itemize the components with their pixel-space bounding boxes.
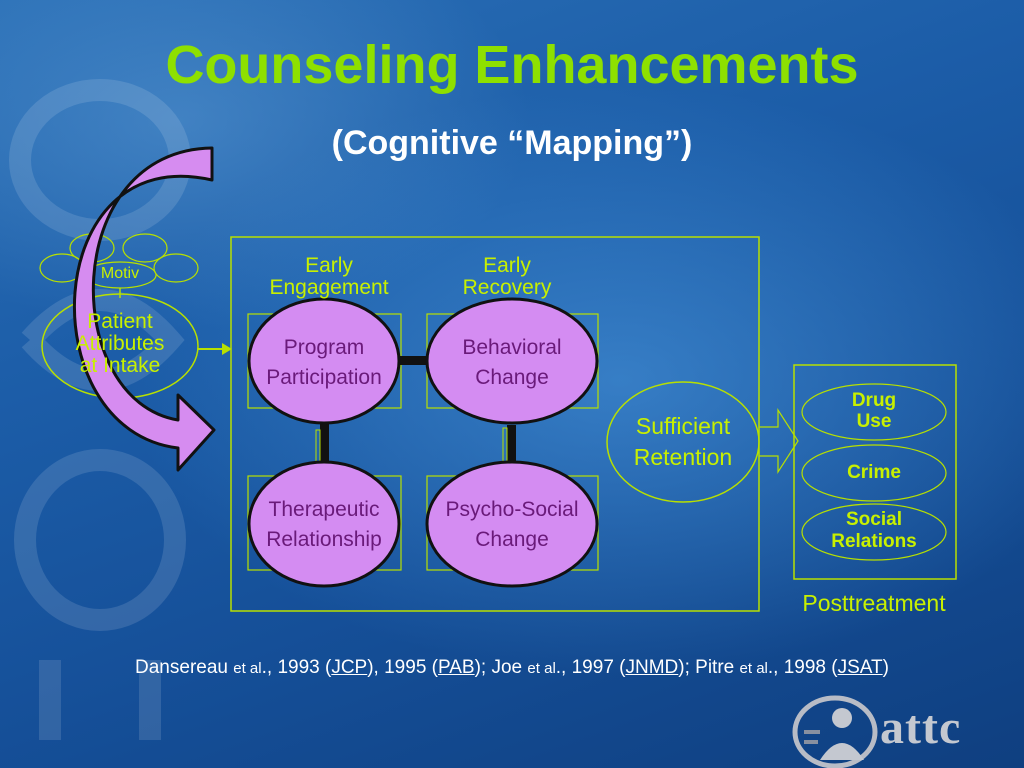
- citation-line: Dansereau et al., 1993 (JCP), 1995 (PAB)…: [135, 657, 889, 678]
- crime-oval: [801, 444, 947, 502]
- sufficient-retention-label: Sufficient Retention: [633, 413, 733, 470]
- program-participation-label: Program Participation: [266, 336, 382, 389]
- attc-logo-text: attc: [880, 701, 962, 754]
- social-relations-label: Social Relations: [831, 509, 917, 552]
- therapeutic-relationship-label: Therapeutic Relationship: [266, 498, 382, 551]
- drug-use-oval: [801, 383, 947, 441]
- slide-title: Counseling Enhancements: [165, 35, 859, 95]
- slide-subtitle: (Cognitive “Mapping”): [331, 124, 693, 162]
- connector-h: [398, 356, 430, 365]
- therapeutic-oval: [247, 460, 401, 588]
- jsat-link[interactable]: JSAT: [837, 657, 883, 678]
- pab-link[interactable]: PAB: [438, 657, 475, 678]
- outcomes-frame: [793, 364, 957, 580]
- behavioral-oval: [425, 297, 599, 425]
- behavioral-change-label: Behavioral Change: [462, 336, 562, 389]
- social-relations-oval: [801, 503, 947, 561]
- retention-oval: [606, 381, 760, 503]
- jcp-link[interactable]: JCP: [331, 657, 368, 678]
- attc-logo-icon: [792, 695, 878, 768]
- treatment-frame: [230, 236, 760, 612]
- early-engagement-label: Early Engagement: [269, 254, 389, 299]
- program-oval: [247, 297, 401, 425]
- retention-to-outcomes-arrow: [759, 407, 799, 475]
- drug-use-label: Drug Use: [851, 390, 897, 432]
- connector-v-right: [507, 425, 516, 465]
- curved-arrow: [73, 146, 216, 472]
- psychosocial-change-label: Psycho-Social Change: [445, 498, 579, 551]
- psychosocial-oval: [425, 460, 599, 588]
- motiv-label: Motiv: [100, 265, 140, 282]
- crime-label: Crime: [847, 462, 901, 483]
- jnmd-link[interactable]: JNMD: [625, 657, 679, 678]
- connector-v-left: [320, 410, 329, 475]
- posttreatment-label: Posttreatment: [802, 590, 946, 616]
- early-recovery-label: Early Recovery: [462, 254, 552, 299]
- patient-attributes-label: Patient Attributes at Intake: [75, 310, 165, 377]
